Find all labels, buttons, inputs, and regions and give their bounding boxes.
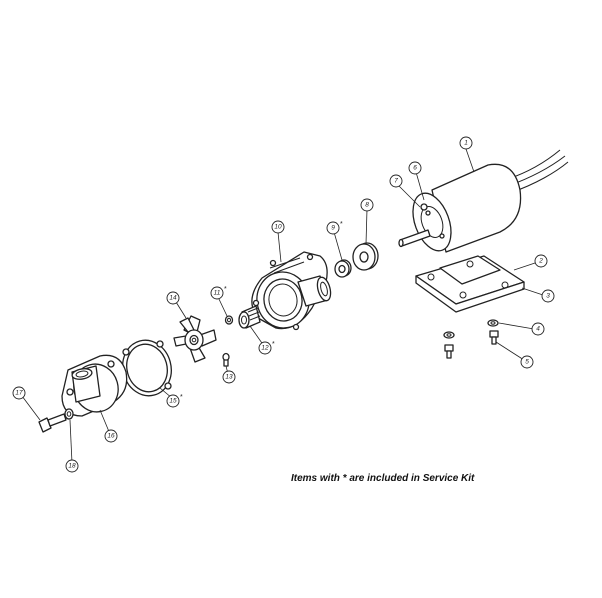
motor: [398, 149, 569, 253]
pump-cover-16: [61, 354, 128, 417]
callout-label: 13: [225, 374, 233, 381]
callout-13: 13: [222, 370, 236, 384]
callout-label: 16: [107, 433, 115, 440]
callout-12: 12*: [258, 341, 275, 355]
shaft-seal-12: [238, 305, 261, 329]
callout-label: 11: [214, 290, 221, 297]
impeller-14: [173, 315, 217, 363]
callout-label: 15: [169, 398, 177, 405]
callout-1: 1: [459, 136, 473, 150]
service-kit-star: *: [224, 286, 227, 293]
service-kit-star: *: [272, 341, 275, 348]
service-kit-note: Items with * are included in Service Kit: [291, 473, 475, 484]
callout-label: 7: [394, 178, 398, 185]
screw-11: [224, 315, 234, 325]
callout-17: 17: [12, 386, 26, 400]
callout-label: 2: [538, 258, 543, 265]
callout-6: 6: [408, 161, 422, 175]
service-kit-star: *: [340, 221, 343, 228]
mounting-bracket: [415, 255, 525, 313]
screw-13: [222, 352, 230, 367]
callout-8: 8: [360, 198, 374, 212]
service-kit-star: *: [180, 394, 183, 401]
callout-label: 6: [413, 165, 417, 172]
leader-lines: [21, 148, 547, 464]
callout-label: 14: [169, 295, 177, 302]
washer-4: [487, 319, 499, 327]
callout-label: 3: [546, 293, 550, 300]
callout-label: 8: [365, 202, 369, 209]
washer-18: [64, 408, 74, 420]
callout-18: 18: [65, 459, 79, 473]
callout-label: 18: [68, 463, 76, 470]
callout-14: 14: [166, 291, 180, 305]
bearing-9: [334, 259, 352, 278]
callout-11: 11*: [210, 286, 227, 300]
callout-5: 5: [520, 355, 534, 369]
seal-8: [352, 242, 379, 271]
callout-label: 5: [525, 359, 529, 366]
screws-5: [443, 330, 499, 359]
callout-9: 9*: [326, 221, 343, 235]
callout-label: 1: [464, 140, 468, 147]
callout-label: 17: [15, 390, 23, 397]
pump-housing-10: [251, 251, 332, 331]
callout-7: 7: [389, 174, 403, 188]
callout-10: 10: [271, 220, 285, 234]
callout-2: 2: [534, 254, 548, 268]
callout-label: 10: [274, 224, 282, 231]
callout-4: 4: [531, 322, 545, 336]
gasket-15: [122, 339, 172, 397]
callout-label: 4: [536, 326, 540, 333]
callout-label: 9: [331, 225, 335, 232]
callout-15: 15*: [166, 394, 183, 408]
callout-label: 12: [261, 345, 269, 352]
callout-16: 16: [104, 429, 118, 443]
bolt-17: [38, 413, 67, 433]
callout-3: 3: [541, 289, 555, 303]
